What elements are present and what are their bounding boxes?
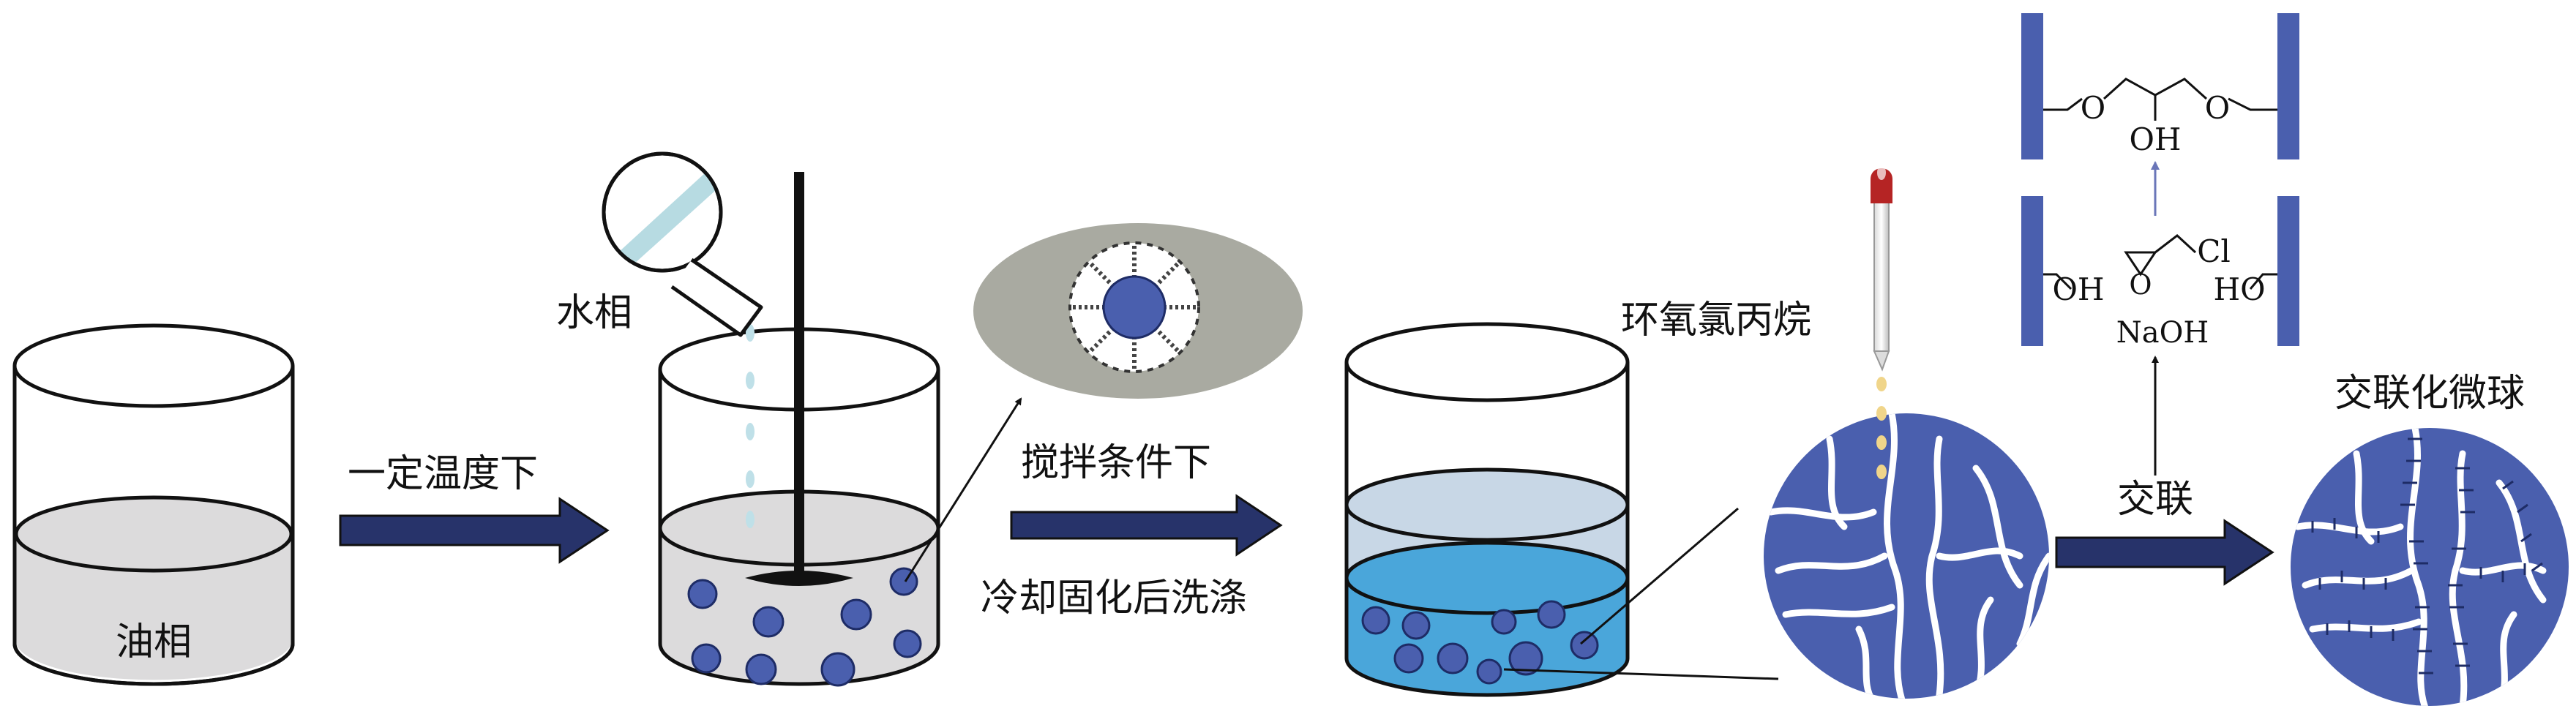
droplet <box>889 567 918 596</box>
process-arrow-1 <box>339 497 610 564</box>
oil-surface <box>14 495 293 573</box>
droplet <box>745 653 777 685</box>
droplet <box>893 629 922 658</box>
droplet <box>691 643 722 674</box>
chain-bar-right <box>2277 13 2299 159</box>
stirrer <box>745 172 853 586</box>
droplet <box>820 652 855 687</box>
reagent-label: 环氧氯丙烷 <box>1621 298 1811 342</box>
base-label: NaOH <box>2116 316 2209 350</box>
emulsion-droplets <box>687 567 922 687</box>
step3-label: 冷却固化后洗涤 <box>981 576 1247 620</box>
separatory-funnel-icon <box>602 151 763 337</box>
emulsion-liquid <box>660 528 938 684</box>
zoom-line-bottom <box>1503 668 1779 680</box>
callout-arrow <box>904 397 1022 582</box>
ether-o-right: O <box>2205 90 2230 126</box>
step2-label: 搅拌条件下 <box>1021 441 1211 485</box>
ether-o-left: O <box>2081 90 2105 126</box>
crosslinked-structure <box>2021 13 2299 159</box>
dropper-icon <box>1871 165 1892 372</box>
chain-bar-left <box>2021 13 2043 159</box>
porous-microsphere <box>1764 413 2049 699</box>
product-label: 交联化微球 <box>2334 372 2525 416</box>
droplet <box>752 606 785 638</box>
hydroxyl-left: OH <box>2052 271 2104 307</box>
crosslinked-microsphere <box>2291 428 2569 706</box>
beaker-rim <box>12 323 295 408</box>
process-arrow-3 <box>2055 519 2274 586</box>
epoxide-oxygen: O <box>2129 268 2152 301</box>
water-phase-label: 水相 <box>556 291 632 335</box>
hydroxyl-center: OH <box>2129 121 2181 157</box>
chain-bar-right-reactant <box>2277 196 2299 346</box>
oil-liquid <box>16 534 291 680</box>
epichlorohydrin-drops <box>1876 377 1887 479</box>
crosslink-label: 交联 <box>2117 478 2193 522</box>
process-arrow-2 <box>1010 494 1283 557</box>
hydroxyl-right: HO <box>2213 271 2265 307</box>
step1-label: 一定温度下 <box>348 452 538 496</box>
reactant-structure <box>2021 196 2299 346</box>
droplet <box>687 579 718 609</box>
water-drops <box>746 324 755 528</box>
chain-bar-left-reactant <box>2021 196 2043 346</box>
oil-phase-label: 油相 <box>116 620 192 664</box>
cured-microspheres <box>1361 600 1599 685</box>
beaker-oil <box>12 323 295 686</box>
magnified-droplet <box>973 223 1303 399</box>
chlorine: Cl <box>2197 233 2231 269</box>
droplet <box>840 598 872 631</box>
zoom-line-top <box>1580 507 1739 645</box>
